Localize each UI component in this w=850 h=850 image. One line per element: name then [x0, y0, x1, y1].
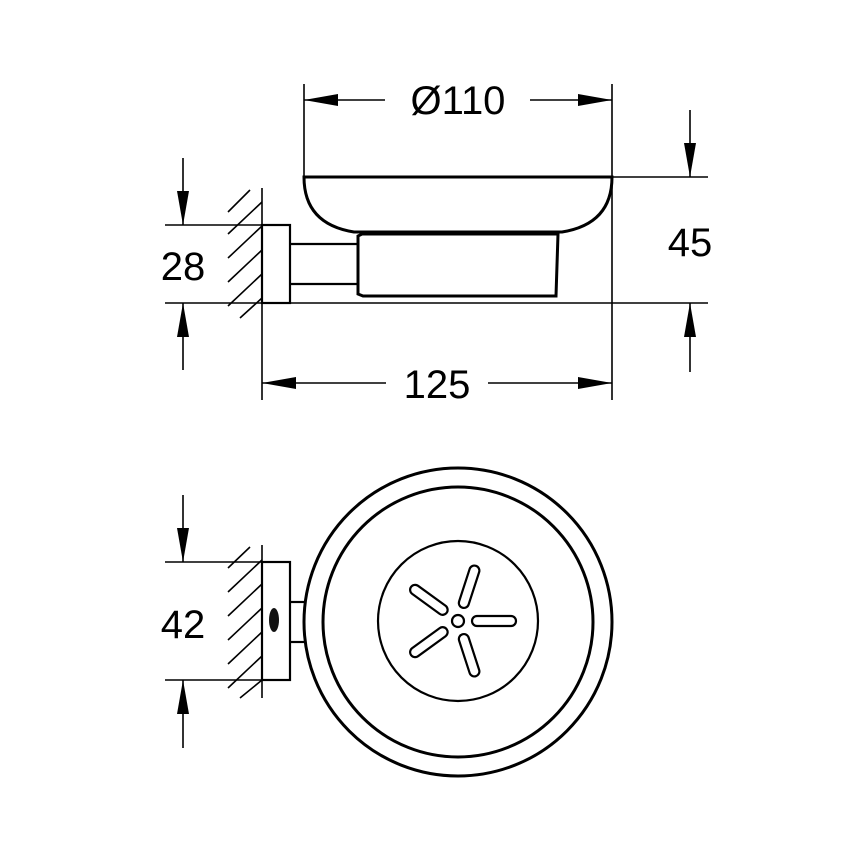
label-wall-plate-width: 42: [161, 603, 206, 647]
label-height: 45: [668, 221, 713, 265]
dish-outer-rim: [302, 466, 614, 778]
drain-center-hole: [450, 613, 466, 629]
label-diameter: Ø110: [411, 79, 506, 123]
top-view: 42: [161, 466, 614, 778]
dimension-diameter: Ø110: [304, 79, 612, 123]
dimension-projection: 125: [262, 363, 612, 407]
brand-logo: [269, 608, 279, 632]
dimension-wall-plate-width: 42: [161, 495, 206, 748]
holder-ring: [356, 232, 560, 298]
wall-hatch: [227, 545, 263, 699]
wall-plate: [260, 560, 292, 682]
dish-inner-rim: [321, 485, 595, 759]
wall-hatch: [227, 188, 263, 319]
drain-plate: [376, 539, 540, 703]
label-wall-plate-height: 28: [161, 245, 206, 289]
label-projection: 125: [404, 363, 471, 407]
dimension-height: 45: [668, 110, 713, 372]
wall-plate: [260, 223, 292, 305]
dish-bowl: [302, 175, 614, 234]
dimension-wall-plate-height: 28: [161, 158, 206, 370]
drain-slots: [409, 564, 518, 678]
side-view: Ø110 45 28 125: [161, 79, 713, 407]
